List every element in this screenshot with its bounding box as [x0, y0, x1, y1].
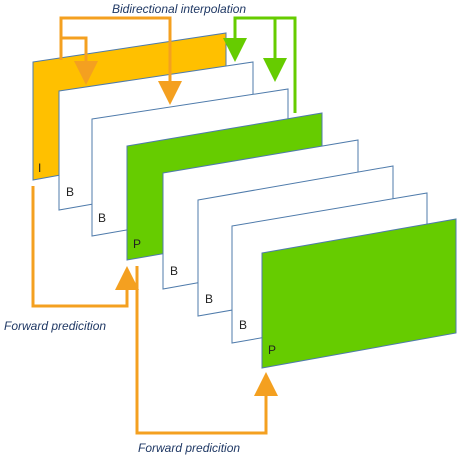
- frame-b5-label: B: [239, 318, 247, 332]
- frame-p2-label: P: [268, 343, 276, 357]
- forward-arrow-i-to-p1: [31, 186, 139, 308]
- frame-b1-label: B: [66, 185, 74, 199]
- frame-b4-label: B: [205, 292, 213, 306]
- frame-b2-label: B: [98, 211, 106, 225]
- frame-i-label-group: I: [38, 161, 41, 175]
- frame-b3-label: B: [170, 264, 178, 278]
- green-arrow-to-b2: [263, 16, 295, 82]
- top-label: Bidirectional interpolation: [112, 2, 246, 16]
- bidirectional-orange-arrows: [59, 16, 182, 105]
- bidirectional-green-arrows: [223, 16, 297, 113]
- frame-p2-shape: [261, 218, 457, 369]
- forward-arrow-1: [31, 186, 139, 308]
- green-arrow-to-b1: [223, 16, 297, 113]
- frame-p1-label: P: [133, 237, 141, 251]
- orange-arrow-to-b1: [61, 36, 98, 85]
- forward-arrow-2: [135, 266, 278, 435]
- left-label: Forward predicition: [4, 319, 106, 333]
- bottom-label: Forward predicition: [138, 441, 240, 455]
- forward-arrow-p1-to-p2: [135, 266, 278, 435]
- frame-p2: P: [261, 218, 457, 369]
- frame-i-label: I: [38, 161, 41, 175]
